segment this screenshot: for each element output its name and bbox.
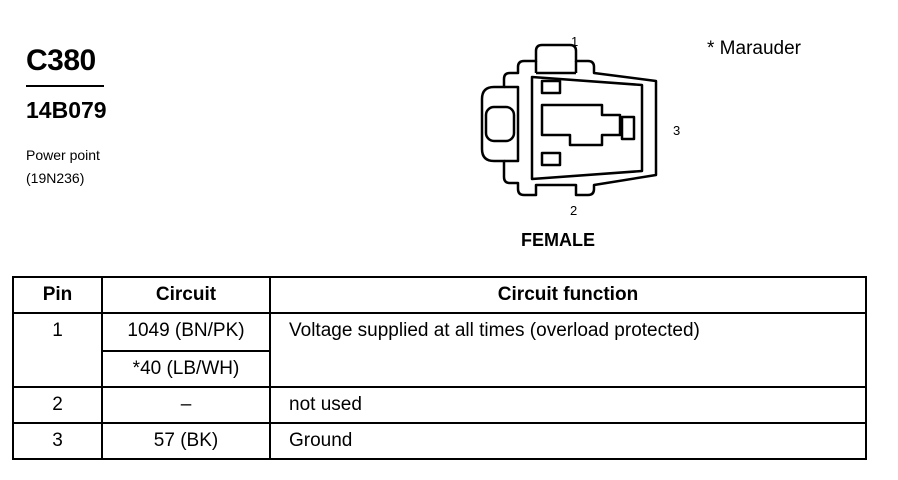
function-cell: Voltage supplied at all times (overload …: [269, 312, 867, 388]
pin-number: 1: [52, 320, 63, 341]
header-pin: Pin: [12, 276, 103, 314]
pin-cell: 1: [12, 312, 103, 388]
circuit-cell: 1049 (BN/PK): [101, 312, 271, 352]
table-header-row: Pin Circuit Circuit function: [12, 276, 867, 314]
circuit-value: *40 (LB/WH): [132, 358, 240, 379]
pin-label-3: 3: [673, 123, 680, 138]
function-value: Voltage supplied at all times (overload …: [289, 320, 700, 341]
table-row: 2 – not used: [12, 386, 867, 424]
function-value: Ground: [289, 430, 353, 451]
connector-id-underline: [26, 85, 104, 87]
pin-2-cavity: [540, 151, 562, 167]
part-number: 14B079: [26, 97, 107, 123]
pin-number: 3: [52, 430, 63, 451]
header-circuit: Circuit: [101, 276, 271, 314]
pin-number: 2: [52, 394, 63, 415]
connector-face-diagram: 1 2 3: [480, 34, 680, 218]
table-row: 3 57 (BK) Ground: [12, 422, 867, 460]
circuit-value: –: [180, 394, 192, 415]
function-value: not used: [289, 394, 362, 415]
connector-id: C380: [26, 44, 96, 77]
pin-cell: 3: [12, 422, 103, 460]
circuit-cell: –: [101, 386, 271, 424]
gender-label: FEMALE: [521, 230, 595, 250]
circuit-cell: *40 (LB/WH): [101, 350, 271, 388]
footnote-marauder: * Marauder: [707, 38, 801, 59]
connector-latch: [504, 85, 520, 163]
circuit-value: 57 (BK): [153, 430, 219, 451]
description-line-2: (19N236): [26, 170, 85, 186]
connector-inner-body: [530, 75, 644, 181]
connector-housing: [480, 43, 658, 197]
table-row: 1 1049 (BN/PK) Voltage supplied at all t…: [12, 312, 867, 388]
center-slot: [540, 103, 622, 147]
description-line-1: Power point: [26, 147, 100, 163]
table-row: *40 (LB/WH): [13, 350, 866, 388]
pin-3-cavity: [620, 115, 636, 141]
pin-1-cavity: [540, 79, 562, 95]
pin-table: Pin Circuit Circuit function 1 1049 (BN/…: [12, 276, 867, 460]
pin-label-1: 1: [571, 34, 578, 49]
header-function: Circuit function: [269, 276, 867, 314]
pin-label-2: 2: [570, 203, 577, 218]
circuit-value: 1049 (BN/PK): [127, 320, 245, 341]
circuit-cell: 57 (BK): [101, 422, 271, 460]
function-cell: Ground: [269, 422, 867, 460]
function-cell: not used: [269, 386, 867, 424]
pin-cell: 2: [12, 386, 103, 424]
latch-button: [484, 105, 516, 143]
